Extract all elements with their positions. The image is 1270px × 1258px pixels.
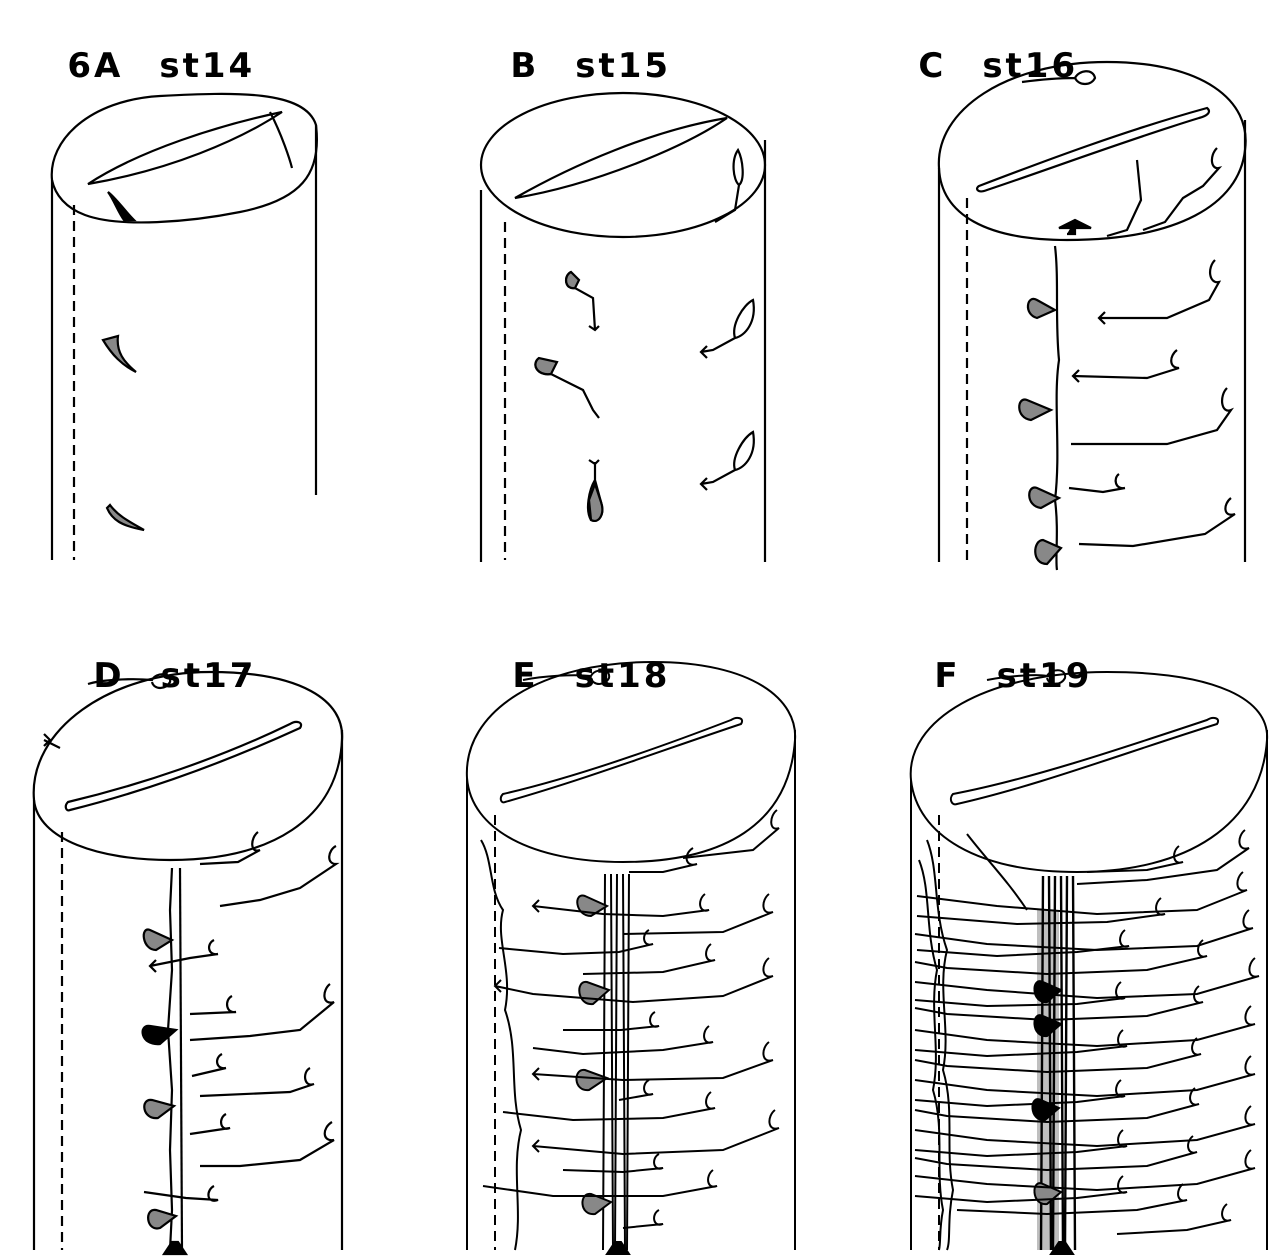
ipsilateral-neuron <box>683 810 779 858</box>
ipsilateral-neuron <box>1069 474 1125 492</box>
ipsilateral-neuron <box>623 1210 663 1228</box>
ipsilateral-neuron <box>503 1092 715 1120</box>
ipsilateral-neuron <box>1079 498 1235 546</box>
commissural-neuron-soma <box>144 930 172 950</box>
spinal-cord-drawing-b <box>423 0 846 620</box>
ipsilateral-neurons-dense <box>915 830 1259 1234</box>
ipsilateral-neuron <box>200 1068 314 1096</box>
ipsilateral-neuron <box>533 1042 773 1080</box>
commissural-neuron <box>715 150 743 222</box>
central-canal <box>977 108 1209 191</box>
arrow-down-icon <box>1059 220 1091 234</box>
ipsilateral-neuron <box>190 996 236 1014</box>
ipsilateral-neuron <box>220 846 336 906</box>
ipsilateral-neuron <box>192 1054 226 1076</box>
ipsilateral-neuron <box>523 670 609 684</box>
commissural-axon-bundle <box>603 874 629 1250</box>
ipsilateral-neuron <box>1071 388 1231 444</box>
commissural-neuron-soma <box>535 358 557 374</box>
ipsilateral-neuron <box>701 300 754 358</box>
commissural-axon <box>270 112 292 168</box>
commissural-axon <box>180 868 182 1250</box>
spinal-cord-drawing-d <box>0 610 423 1258</box>
commissural-neuron-soma <box>103 336 136 372</box>
spinal-cord-drawing-a <box>0 0 423 620</box>
central-canal <box>501 718 742 802</box>
commissural-axon <box>168 868 172 1250</box>
ipsilateral-neuron <box>1143 148 1219 230</box>
commissural-neuron-soma <box>108 192 134 220</box>
spinal-cord-drawing-f <box>847 610 1270 1258</box>
central-canal <box>951 718 1218 804</box>
central-canal <box>88 112 282 184</box>
commissural-neuron-soma <box>1019 400 1051 420</box>
ipsilateral-neuron <box>495 958 773 1002</box>
cord-cross-section <box>939 62 1246 240</box>
cord-cross-section <box>911 672 1267 872</box>
commissural-neuron-soma <box>1028 299 1055 318</box>
ipsilateral-neuron <box>1099 260 1219 324</box>
ipsilateral-neuron <box>701 432 754 490</box>
commissural-axon <box>1055 246 1059 570</box>
commissural-neuron-soma <box>107 505 144 530</box>
ipsilateral-neuron <box>987 670 1065 684</box>
axon <box>967 834 1027 910</box>
axon <box>1107 160 1141 236</box>
ipsilateral-neuron <box>1073 350 1179 382</box>
ipsilateral-neuron <box>583 944 715 974</box>
ipsilateral-neuron <box>190 1114 230 1134</box>
ipsilateral-neuron <box>533 894 709 916</box>
commissural-neuron-soma <box>144 1100 174 1118</box>
central-canal <box>515 118 727 198</box>
ipsilateral-neuron <box>533 1110 779 1154</box>
commissural-neuron-soma <box>143 1026 176 1044</box>
spinal-cord-drawing-c <box>847 0 1270 620</box>
cord-cross-section <box>481 93 765 237</box>
commissural-neuron-soma <box>576 1070 607 1090</box>
ipsilateral-neuron <box>1022 71 1095 84</box>
spinal-cord-drawing-e <box>423 610 846 1258</box>
ipsilateral-neuron <box>623 894 773 934</box>
central-canal <box>66 722 301 810</box>
ipsilateral-neuron <box>200 832 260 864</box>
commissural-neuron-soma <box>566 272 579 288</box>
